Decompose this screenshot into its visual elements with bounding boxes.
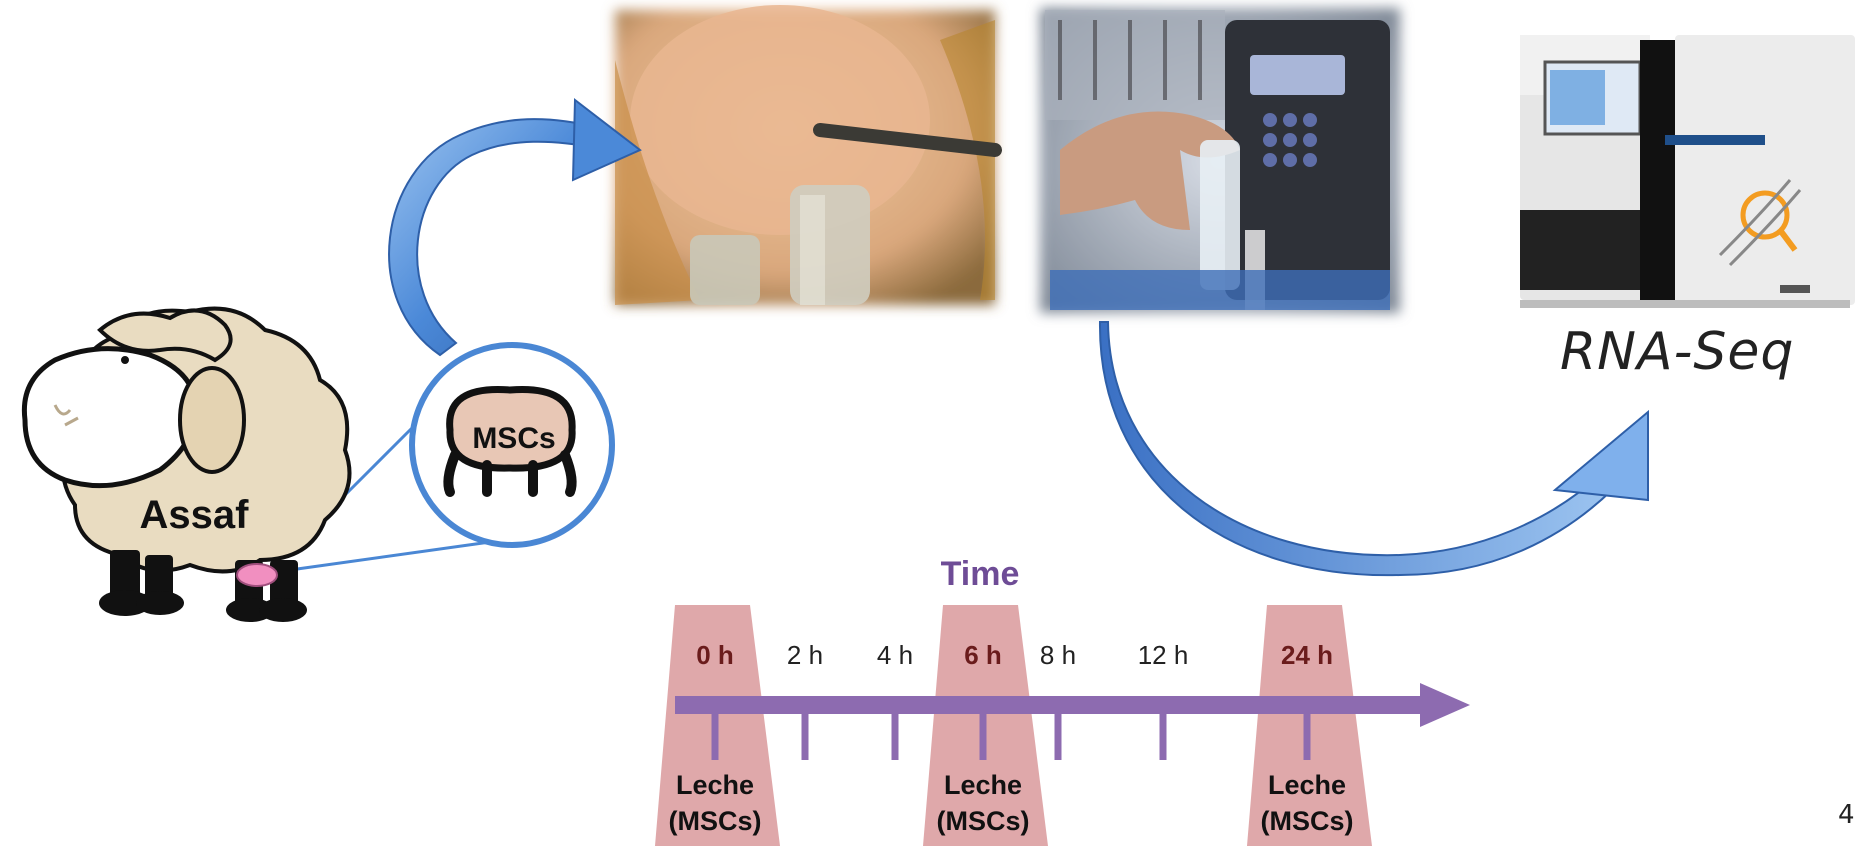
timepoint-label: 2 h (787, 640, 823, 670)
sample-label-line1: Leche (1268, 770, 1346, 800)
milk-sampling-photo (1040, 8, 1400, 313)
arrow-to-milking (389, 100, 640, 355)
page-number: 4 (1838, 800, 1855, 830)
rnaseq-label: RNA-Seq (1560, 322, 1800, 382)
sample-label-line1: Leche (944, 770, 1022, 800)
timepoint-label: 4 h (877, 640, 913, 670)
sample-label-line2: (MSCs) (937, 806, 1030, 836)
udder-callout: MSCs (412, 345, 612, 545)
udder-label: MSCs (472, 422, 555, 455)
timepoint-label: 8 h (1040, 640, 1076, 670)
sample-label-line2: (MSCs) (669, 806, 762, 836)
sample-label-line1: Leche (676, 770, 754, 800)
sample-label-line2: (MSCs) (1261, 806, 1354, 836)
milking-photo (615, 5, 995, 305)
timeline-title: Time (941, 555, 1020, 593)
animal-label: Assaf (140, 493, 250, 537)
timepoint-label: 6 h (964, 640, 1002, 670)
timepoint-label: 12 h (1138, 640, 1189, 670)
sequencer-image (1520, 35, 1855, 308)
timeline: Time 0 h 2 h 4 h 6 h 8 h 12 h 24 h Leche (MSCs)… (655, 555, 1470, 846)
timepoint-label: 0 h (696, 640, 734, 670)
timepoint-label: 24 h (1281, 640, 1333, 670)
